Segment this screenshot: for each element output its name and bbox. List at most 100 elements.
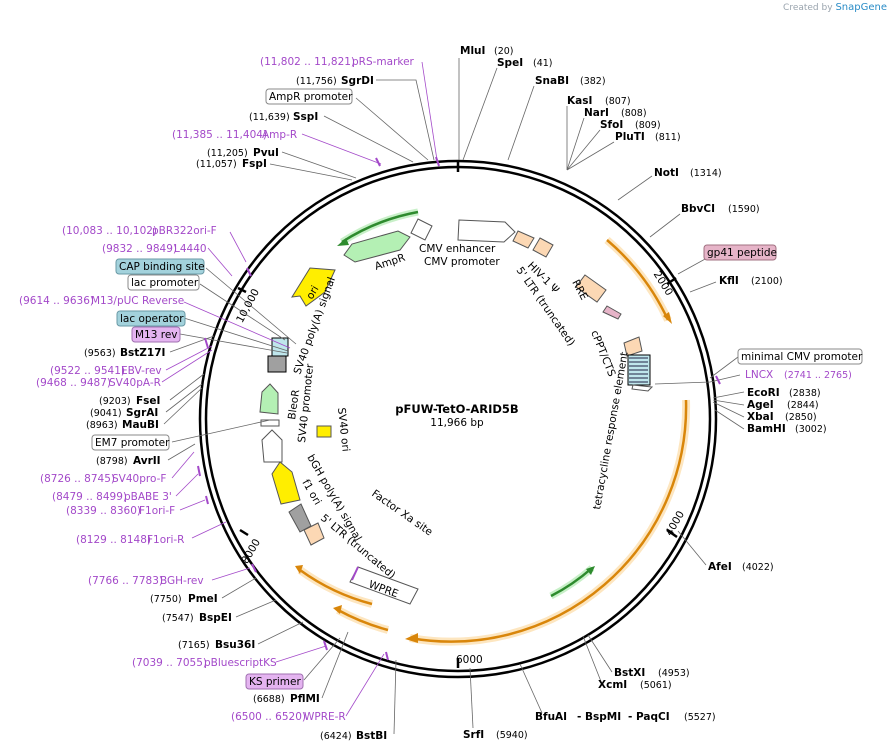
- left-connectors: [161, 61, 438, 735]
- primer-f1ori-r: F1ori-R: [147, 534, 184, 546]
- orf-arcs: [295, 236, 691, 646]
- wpre-marker: [351, 566, 359, 581]
- label-em7: EM7 promoter: [95, 437, 170, 449]
- feature-sv40-ori: SV40 ori: [335, 407, 352, 452]
- connector-f1ori-f: [179, 499, 206, 511]
- primer-pbr322-range: (10,083 .. 10,102): [62, 225, 157, 237]
- connector-srfi: [469, 667, 474, 729]
- em7-shape: [260, 419, 280, 427]
- enzyme-srfi-pos: (5940): [496, 730, 528, 741]
- enzyme-pvui-pos: (11,205): [207, 148, 248, 159]
- mark-f1: [205, 495, 209, 505]
- primer-pbabe: pBABE 3': [124, 491, 172, 503]
- box-cap: [115, 258, 205, 275]
- connector-pvui: [281, 151, 357, 179]
- primer-f1ori-r-range: (8129 .. 8148): [76, 534, 151, 546]
- orf-arc-1-head: [663, 312, 672, 324]
- connector-f1ori-r: [191, 521, 227, 539]
- mark-wpre: [385, 651, 389, 661]
- min-cmv-shape: [631, 384, 654, 392]
- enzyme-sspi: SspI: [293, 111, 318, 123]
- enzyme-bstbi-pos: (6424): [320, 731, 352, 742]
- feature-factor-xa: Factor Xa site: [369, 488, 434, 539]
- primer-wpre-range: (6500 .. 6520): [231, 711, 306, 723]
- connector-kasi-group: [566, 106, 615, 171]
- enzyme-mlui: MluI: [460, 45, 485, 57]
- enzyme-kfli: KflI: [719, 275, 739, 287]
- connector-lac-promoter: [199, 283, 286, 341]
- primer-m13puc-range: (9614 .. 9636): [19, 295, 94, 307]
- connector-kfli: [689, 281, 717, 293]
- mark-ampr: [375, 157, 381, 167]
- orf-arc-2: [409, 399, 688, 643]
- primer-labels: (11,802 .. 11,821) pRS-marker (11,385 ..…: [19, 56, 852, 723]
- enzyme-kasi-pos: (807): [605, 96, 631, 107]
- connector-lncx: [654, 374, 741, 385]
- enzyme-bstxi-pos: (4953): [658, 668, 690, 679]
- connector-bstbi: [393, 659, 397, 735]
- orf-arc-3-head: [333, 605, 342, 614]
- box-min-cmv: [737, 348, 863, 365]
- enzyme-maubi: MauBI: [122, 419, 159, 431]
- enzyme-avrii-pos: (8798): [96, 456, 128, 467]
- enzyme-sgrdi-pos: (11,756): [296, 76, 337, 87]
- enzyme-spei: SpeI: [497, 57, 523, 69]
- feature-cmv-promoter: CMV promoter: [424, 256, 500, 268]
- ori-shape: [291, 267, 336, 307]
- plasmid-length: 11,966 bp: [430, 417, 484, 429]
- enzyme-sfoi-pos: (809): [635, 120, 661, 131]
- primer-f1ori-f: F1ori-F: [139, 505, 175, 517]
- enzyme-sspi-pos: (11,639): [249, 112, 290, 123]
- connector-pbluescript: [275, 645, 327, 663]
- enzyme-bsu36i-pos: (7165): [178, 640, 210, 651]
- label-m13-rev: M13 rev: [135, 329, 178, 341]
- connector-pmei: [221, 577, 257, 599]
- box-m13-rev: [131, 326, 181, 343]
- primer-wpre-r: WPRE-R: [304, 711, 346, 723]
- cppt-shape: [623, 336, 643, 357]
- primer-l4440-range: (9832 .. 9849): [102, 243, 177, 255]
- connector-em7: [171, 419, 271, 443]
- primer-pbs-range: (7039 .. 7055): [132, 657, 207, 669]
- right-connectors: [458, 58, 745, 729]
- enzyme-ecori: EcoRI: [747, 387, 780, 399]
- enzyme-avrii: AvrII: [133, 455, 161, 467]
- enzyme-xcmi-pos: (5061): [640, 680, 672, 691]
- primer-sv40pa-range: (9468 .. 9487): [36, 377, 111, 389]
- credit: Created by SnapGene: [783, 2, 887, 13]
- primer-lncx: LNCX: [745, 369, 773, 381]
- primer-prs-range: (11,802 .. 11,821): [260, 56, 355, 68]
- connector-afei: [677, 530, 707, 566]
- connector-cap: [205, 267, 297, 345]
- enzyme-bspei: BspEI: [199, 612, 232, 624]
- connector-m13-rev: [179, 333, 288, 354]
- sv40-promoter-shape: [261, 429, 283, 463]
- connector-ebv-rev: [165, 345, 213, 371]
- mark-sv40pro: [197, 465, 201, 477]
- connector-bsu36i: [257, 621, 304, 645]
- primer-ebv-rev: EBV-rev: [121, 365, 162, 377]
- primer-l4440: L4440: [174, 243, 207, 255]
- connector-ks: [303, 637, 341, 681]
- enzyme-bbvci-pos: (1590): [728, 204, 760, 215]
- connector-sv40pa: [161, 349, 213, 383]
- enzyme-maubi-pos: (8963): [86, 420, 118, 431]
- enzyme-snabi-pos: (382): [580, 76, 606, 87]
- enzyme-noti-pos: (1314): [690, 168, 722, 179]
- feature-ori: ori: [304, 284, 321, 302]
- enzyme-snabi: SnaBI: [535, 75, 569, 87]
- connector-prs-marker: [421, 61, 438, 161]
- enzyme-labels-right: MluI (20) SpeI (41) SnaBI (382) KasI (80…: [460, 45, 827, 741]
- label-ampr-promoter: AmpR promoter: [269, 91, 353, 103]
- orf-arc-2-halo: [409, 399, 691, 646]
- primer-bgh-range: (7766 .. 7783): [88, 575, 163, 587]
- mark-prs: [435, 156, 440, 167]
- primer-amp-r-range: (11,385 .. 11,404): [172, 129, 267, 141]
- orf-arc-4: [299, 568, 373, 606]
- label-gp41: gp41 peptide: [707, 247, 777, 259]
- feature-cppt: cPPT/CTS: [588, 329, 618, 379]
- f1-ori-shape: [271, 461, 301, 505]
- box-em7: [91, 434, 170, 451]
- sv40-polya-shape: [267, 355, 287, 373]
- primer-marks: [197, 156, 721, 661]
